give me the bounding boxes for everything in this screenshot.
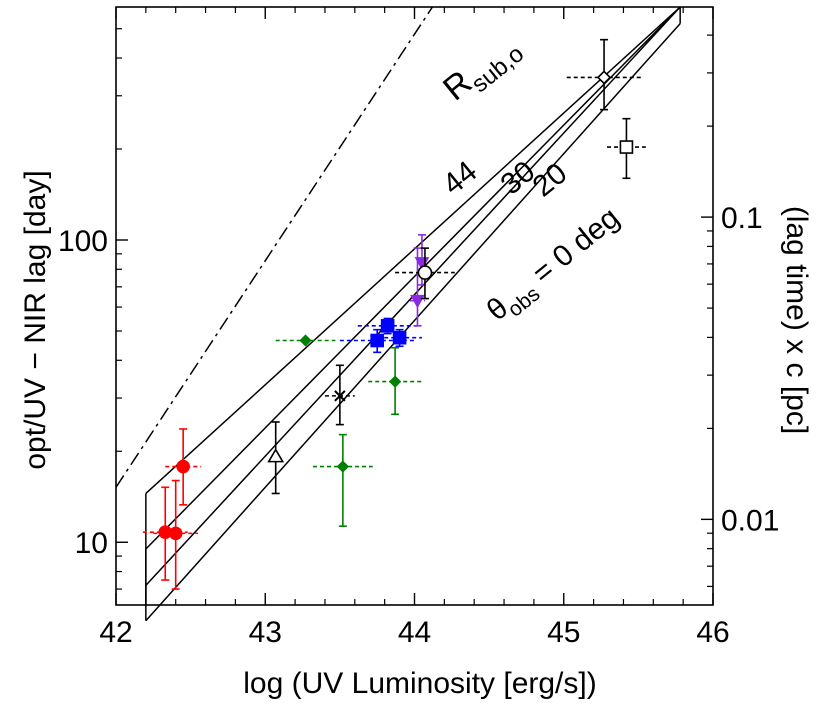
marker-square	[392, 330, 407, 345]
y-axis-label: opt/UV − NIR lag [day]	[19, 170, 52, 469]
model-line-30	[145, 6, 681, 550]
y2-tick-label-0.01: 0.01	[721, 504, 779, 537]
x-tick-label-42: 42	[99, 616, 132, 649]
data-point	[313, 433, 373, 528]
marker-diamond	[336, 460, 349, 473]
data-point	[607, 117, 646, 180]
plot-frame	[115, 6, 714, 606]
marker-cross	[334, 390, 346, 402]
marker-circle	[417, 265, 433, 280]
model-line-rsub	[115, 6, 434, 488]
axis-ticks: 42 43 44 45 46 10 100 0.01 0.1	[58, 7, 779, 649]
marker-diamond	[388, 375, 402, 388]
annotation-angle-20: 20	[527, 157, 574, 204]
data-point	[377, 328, 422, 348]
marker-square	[619, 140, 634, 154]
model-lines	[115, 6, 681, 622]
annotation-rsub-sub: sub,o	[467, 40, 530, 98]
x-axis-label: log (UV Luminosity [erg/s])	[243, 667, 596, 700]
marker-diamond	[299, 334, 312, 347]
model-line-44	[145, 6, 681, 495]
x-tick-label-43: 43	[249, 616, 282, 649]
data-point	[368, 346, 422, 416]
y2-axis-label: (lag time) x c [pc]	[780, 206, 813, 434]
data-point	[395, 247, 455, 300]
marker-circle	[176, 459, 190, 474]
marker-triangle-down	[410, 294, 425, 309]
marker-diamond	[596, 70, 612, 85]
data-point	[153, 479, 199, 590]
y-tick-label-10: 10	[75, 527, 108, 560]
marker-triangle	[267, 448, 285, 463]
marker-circle	[168, 526, 183, 541]
model-line-0	[145, 23, 681, 622]
y2-tick-label-0.1: 0.1	[721, 202, 763, 235]
x-tick-label-46: 46	[696, 616, 729, 649]
marker-square	[380, 319, 395, 333]
data-point	[324, 364, 355, 426]
data-point	[566, 38, 642, 111]
data-point	[165, 428, 202, 506]
data-point	[275, 334, 336, 347]
x-tick-label-44: 44	[398, 616, 431, 649]
marker-square	[370, 333, 384, 348]
annotation-theta-rest: = 0 deg	[520, 201, 626, 295]
data-points	[142, 38, 646, 590]
data-point	[357, 317, 418, 335]
y-tick-label-100: 100	[58, 225, 108, 258]
data-point	[142, 486, 188, 581]
x-tick-label-45: 45	[547, 616, 580, 649]
annotation-angle-44: 44	[437, 155, 484, 202]
data-point	[267, 421, 285, 495]
annotation-rsub: Rsub,o	[436, 26, 529, 113]
